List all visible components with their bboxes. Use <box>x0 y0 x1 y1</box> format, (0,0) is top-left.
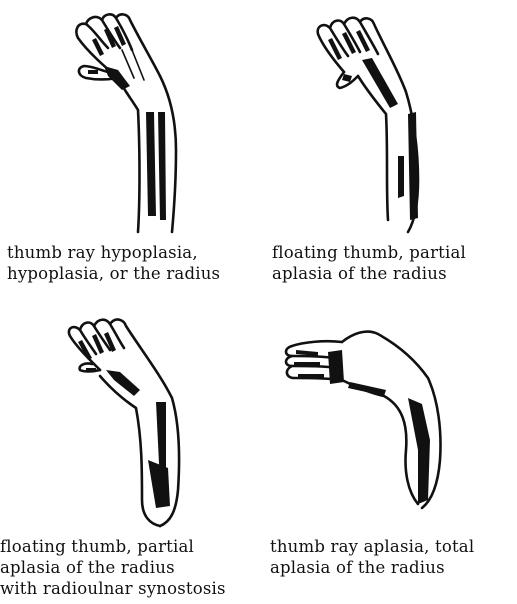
forearm-hand-drawing-3 <box>0 300 258 530</box>
caption-3: floating thumb, partial aplasia of the r… <box>0 536 226 599</box>
caption-4: thumb ray aplasia, total aplasia of the … <box>270 536 474 578</box>
caption-line: thumb ray hypoplasia, <box>7 242 220 263</box>
caption-line: with radioulnar synostosis <box>0 578 226 599</box>
forearm-hand-drawing-2 <box>258 0 517 240</box>
caption-line: hypoplasia, or the radius <box>7 263 220 284</box>
panel-floating-thumb-partial-aplasia: floating thumb, partial aplasia of the r… <box>258 0 517 300</box>
forearm-hand-drawing-1 <box>0 0 258 240</box>
caption-2: floating thumb, partial aplasia of the r… <box>272 242 466 284</box>
caption-line: floating thumb, partial <box>272 242 466 263</box>
forearm-hand-drawing-4 <box>258 300 517 530</box>
caption-line: aplasia of the radius <box>270 557 474 578</box>
caption-line: aplasia of the radius <box>272 263 466 284</box>
caption-line: floating thumb, partial <box>0 536 226 557</box>
panel-thumb-ray-hypoplasia: thumb ray hypoplasia, hypoplasia, or the… <box>0 0 258 300</box>
caption-1: thumb ray hypoplasia, hypoplasia, or the… <box>7 242 220 284</box>
caption-line: aplasia of the radius <box>0 557 226 578</box>
panel-thumb-ray-total-aplasia: thumb ray aplasia, total aplasia of the … <box>258 300 517 604</box>
caption-line: thumb ray aplasia, total <box>270 536 474 557</box>
panel-floating-thumb-synostosis: floating thumb, partial aplasia of the r… <box>0 300 258 604</box>
